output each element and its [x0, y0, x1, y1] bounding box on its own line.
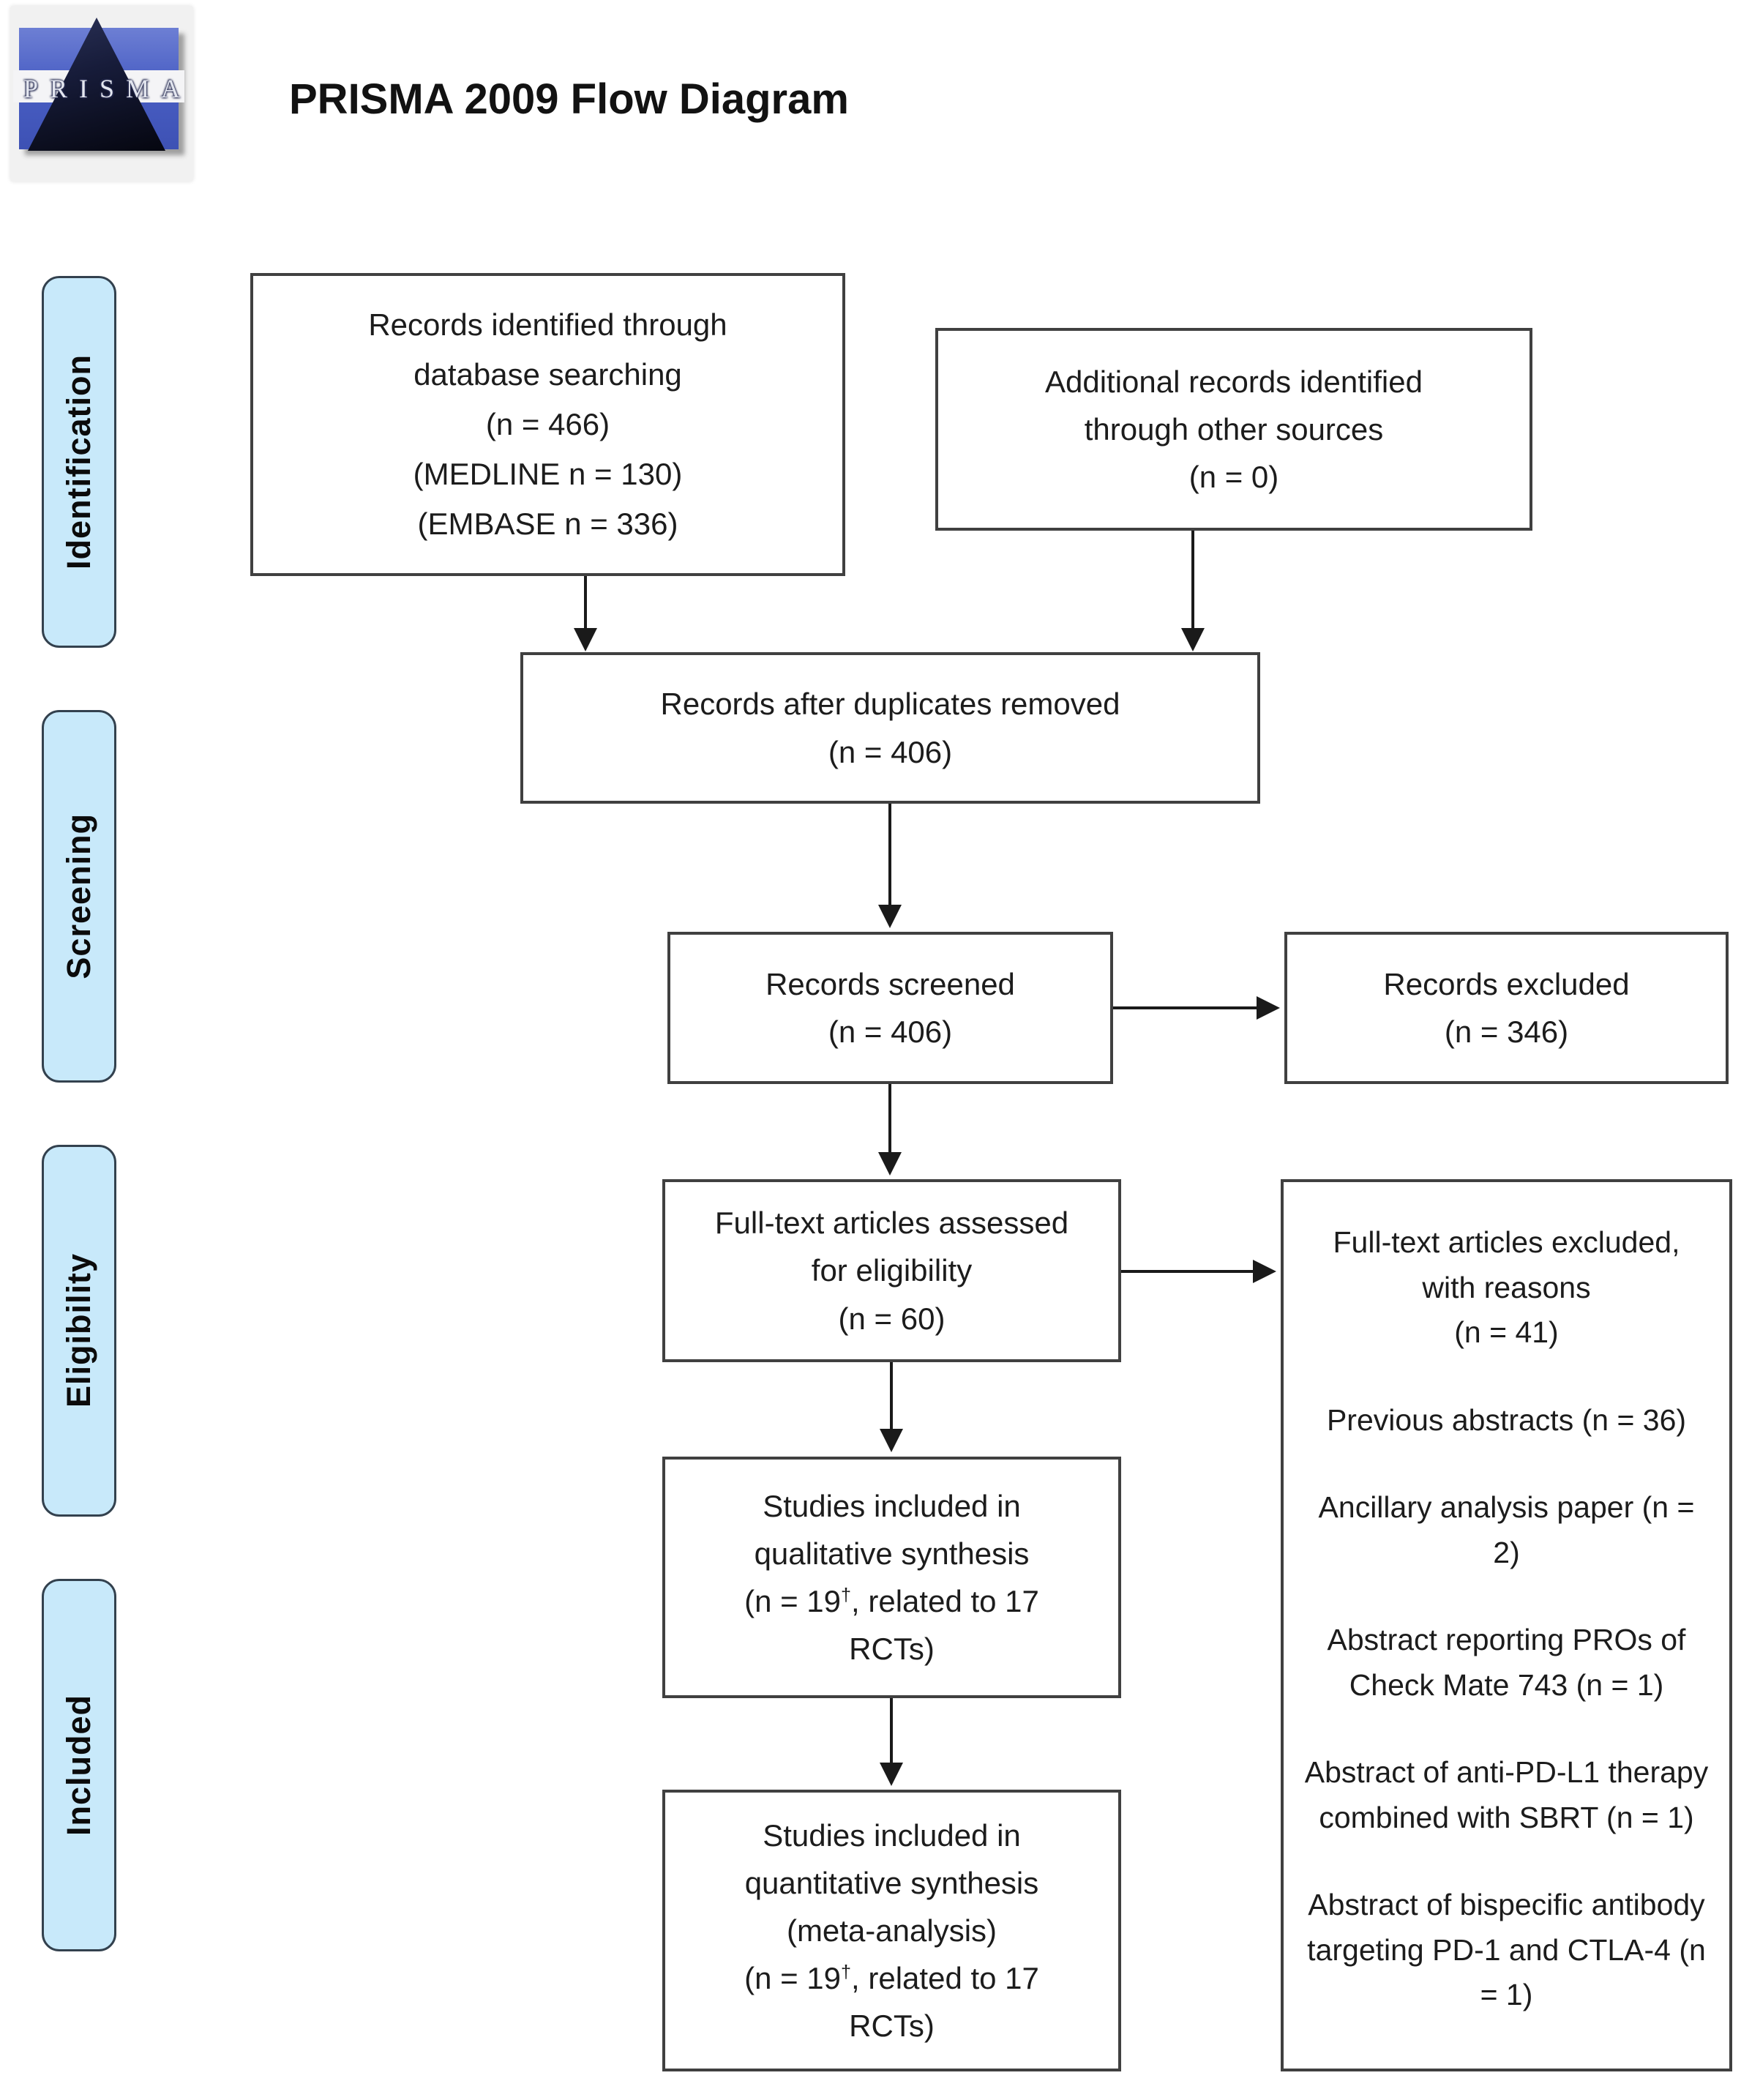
box-text-line: (meta-analysis) — [786, 1913, 997, 1948]
box-text-line: Studies included in — [763, 1488, 1021, 1523]
box-text-line: (n = 41) — [1454, 1315, 1559, 1349]
n-value-prefix: (n = 19 — [744, 1961, 842, 1996]
arrow-fulltext-to-qualitative — [880, 1362, 903, 1452]
box-text-line: (n = 60) — [838, 1301, 946, 1336]
box-text-line: RCTs) — [849, 1632, 935, 1667]
box-text-line: quantitative synthesis — [744, 1865, 1039, 1900]
box-text-line: through other sources — [1084, 411, 1384, 446]
box-records-after-duplicates: Records after duplicates removed (n = 40… — [520, 652, 1260, 804]
arrow-additional-to-dedup — [1181, 531, 1205, 651]
stage-label-text: Screening — [60, 813, 97, 979]
stage-label-screening: Screening — [42, 710, 116, 1083]
arrow-screened-to-fulltext — [878, 1084, 902, 1176]
box-fulltext-excluded-reasons: Full-text articles excluded, with reason… — [1281, 1179, 1732, 2071]
box-records-identified: Records identified through database sear… — [250, 273, 845, 576]
exclusion-reason-item: Abstract of bispecific antibody targetin… — [1307, 1888, 1706, 2011]
stage-label-text: Eligibility — [60, 1253, 97, 1408]
box-text-line: (n = 19†, related to 17 — [744, 1577, 1039, 1625]
box-text-line: (n = 466) — [485, 406, 610, 441]
page-title: PRISMA 2009 Flow Diagram — [289, 75, 849, 123]
arrow-fulltext-to-reasons — [1121, 1260, 1276, 1283]
exclusion-reason-item: Ancillary analysis paper (n = 2) — [1318, 1490, 1695, 1569]
box-text-line: Additional records identified — [1045, 364, 1423, 399]
box-text-line: database searching — [413, 356, 682, 392]
stage-label-identification: Identification — [42, 276, 116, 648]
stage-label-included: Included — [42, 1579, 116, 1951]
box-text-line: Records identified through — [368, 307, 727, 342]
box-text-line: Full-text articles excluded, — [1333, 1225, 1680, 1259]
arrow-screened-to-excluded — [1113, 996, 1280, 1020]
stage-label-text: Included — [60, 1694, 97, 1836]
box-text-line: Records excluded — [1383, 966, 1630, 1001]
stage-label-eligibility: Eligibility — [42, 1145, 116, 1517]
box-text-line: Records screened — [765, 966, 1015, 1001]
dagger-symbol: † — [841, 1962, 852, 1983]
box-text-line: qualitative synthesis — [754, 1536, 1030, 1571]
box-fulltext-assessed: Full-text articles assessed for eligibil… — [662, 1179, 1121, 1362]
box-text-line: Full-text articles assessed — [714, 1206, 1069, 1241]
box-text-line: (n = 346) — [1444, 1014, 1569, 1049]
box-records-excluded: Records excluded (n = 346) — [1284, 932, 1729, 1084]
stage-label-text: Identification — [60, 354, 97, 569]
box-text-line: (MEDLINE n = 130) — [413, 457, 683, 492]
n-value-prefix: (n = 19 — [744, 1584, 842, 1618]
box-text-line: with reasons — [1422, 1270, 1591, 1304]
exclusion-reason-item: Previous abstracts (n = 36) — [1326, 1402, 1687, 1437]
box-additional-records: Additional records identified through ot… — [935, 328, 1532, 531]
arrow-identified-to-dedup — [574, 576, 597, 651]
box-text-line: (n = 406) — [828, 734, 953, 769]
arrow-qualitative-to-quantitative — [880, 1698, 903, 1786]
exclusion-reason-header: Full-text articles excluded, with reason… — [1333, 1220, 1680, 1356]
box-text-line: Records after duplicates removed — [660, 687, 1120, 722]
box-text-line: for eligibility — [811, 1253, 973, 1288]
exclusion-reason-item: Abstract of anti-PD-L1 therapy combined … — [1304, 1755, 1709, 1834]
box-text-line: RCTs) — [849, 2009, 935, 2044]
box-quantitative-synthesis: Studies included in quantitative synthes… — [662, 1790, 1121, 2071]
prisma-logo: PRISMA — [10, 6, 193, 182]
box-text-line: (n = 0) — [1188, 460, 1279, 495]
n-value-suffix: , related to 17 — [851, 1584, 1039, 1618]
box-text-line: (n = 406) — [828, 1014, 953, 1049]
box-qualitative-synthesis: Studies included in qualitative synthesi… — [662, 1457, 1121, 1698]
exclusion-reason-item: Abstract reporting PROs of Check Mate 74… — [1327, 1623, 1686, 1702]
prisma-logo-text: PRISMA — [23, 74, 192, 103]
n-value-suffix: , related to 17 — [851, 1961, 1039, 1996]
arrow-dedup-to-screened — [878, 804, 902, 928]
box-text-line: Studies included in — [763, 1817, 1021, 1853]
box-records-screened: Records screened (n = 406) — [667, 932, 1113, 1084]
box-text-line: (n = 19†, related to 17 — [744, 1954, 1039, 2002]
box-text-line: (EMBASE n = 336) — [417, 507, 678, 542]
dagger-symbol: † — [841, 1585, 852, 1605]
